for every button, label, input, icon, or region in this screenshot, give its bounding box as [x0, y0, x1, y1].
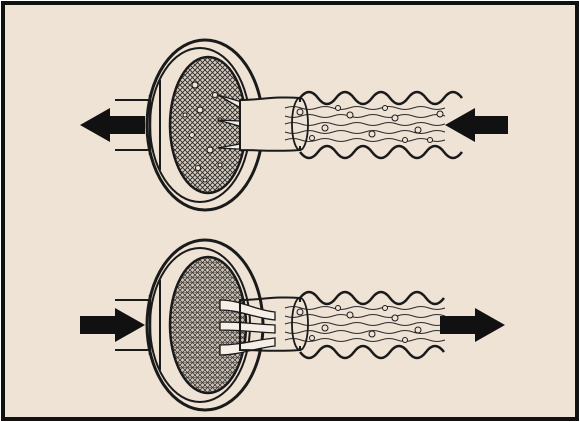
bottom-fiber-tube: [285, 298, 445, 350]
diagram-background: [3, 3, 577, 419]
top-fiber-tube: [285, 98, 455, 150]
